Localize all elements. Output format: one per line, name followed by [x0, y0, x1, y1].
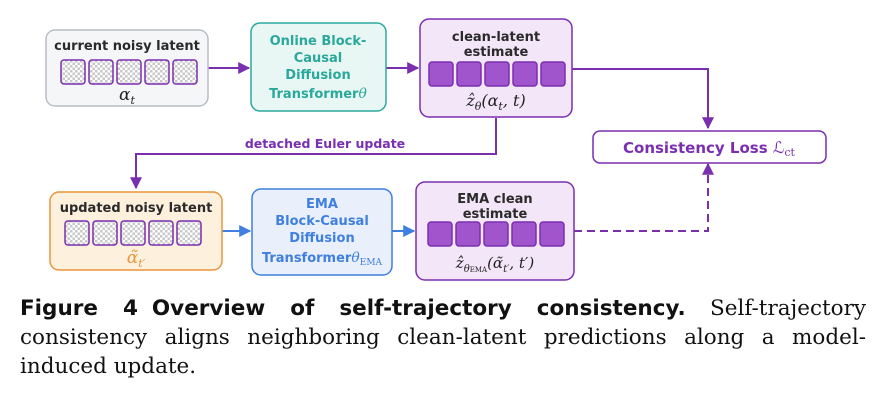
- updated-tokens: [64, 220, 202, 246]
- online-line-4: Transformerθ: [269, 86, 367, 102]
- noisy-token: [88, 59, 114, 85]
- clean-token: [484, 61, 510, 87]
- node-current-noisy-latent: current noisy latent αt: [45, 29, 209, 107]
- node-ema-transformer: EMA Block-Causal Diffusion TransformerθE…: [251, 188, 393, 276]
- ema-clean-tokens: [427, 221, 565, 247]
- node-ema-clean-estimate: EMA clean estimate ẑθEMA(α̃t′, t′): [415, 181, 575, 281]
- ema-line-3: Diffusion: [289, 231, 354, 246]
- online-line-1: Online Block-: [270, 34, 367, 49]
- updated-token: [120, 220, 146, 246]
- node-clean-latent-estimate: clean-latent estimate ẑθ(αt, t): [419, 18, 573, 118]
- updated-token: [176, 220, 202, 246]
- consistency-loss-label: Consistency Loss ℒct: [623, 138, 796, 159]
- ema-clean-token: [483, 221, 509, 247]
- updated-title: updated noisy latent: [60, 201, 213, 216]
- updated-token: [64, 220, 90, 246]
- clean-title-line-1: clean-latent: [452, 30, 540, 45]
- noisy-token: [172, 59, 198, 85]
- noisy-token: [116, 59, 142, 85]
- figure-title: Overview of self-trajectory consistency.: [151, 296, 686, 321]
- clean-token: [540, 61, 566, 87]
- node-online-transformer: Online Block- Causal Diffusion Transform…: [250, 22, 387, 112]
- clean-tokens: [428, 61, 566, 87]
- online-line-2: Causal: [294, 51, 343, 66]
- updated-token: [148, 220, 174, 246]
- node-title: current noisy latent: [54, 39, 200, 54]
- noisy-token: [144, 59, 170, 85]
- ema-clean-token: [539, 221, 565, 247]
- noisy-token: [60, 59, 86, 85]
- clean-token: [512, 61, 538, 87]
- ema-clean-token: [455, 221, 481, 247]
- node-updated-noisy-latent: updated noisy latent α̃t′: [49, 191, 223, 271]
- ema-clean-title-line-2: estimate: [463, 207, 528, 222]
- clean-token: [428, 61, 454, 87]
- ema-clean-estimate-label: ẑθEMA(α̃t′, t′): [455, 254, 535, 275]
- ema-line-1: EMA: [306, 197, 338, 212]
- edge-euler-update: [130, 118, 497, 190]
- ema-clean-token: [427, 221, 453, 247]
- node-consistency-loss: Consistency Loss ℒct: [592, 130, 827, 164]
- diagram-canvas: detached Euler update current noisy late…: [45, 18, 827, 281]
- figure-label: Figure 4: [20, 296, 138, 321]
- updated-latent-label: α̃t′: [127, 248, 146, 270]
- edges: detached Euler update: [130, 62, 714, 237]
- noisy-tokens: [60, 59, 198, 85]
- online-line-3: Diffusion: [285, 68, 350, 83]
- figure-caption-body: Self-trajectory consistency aligns neigh…: [20, 296, 866, 379]
- ema-clean-title-line-1: EMA clean: [457, 192, 532, 207]
- ema-line-2: Block-Causal: [275, 214, 369, 229]
- figure-caption: Figure 4 Overview of self-trajectory cons…: [20, 294, 866, 381]
- clean-estimate-label: ẑθ(αt, t): [465, 91, 525, 113]
- clean-token: [456, 61, 482, 87]
- edge-clean-to-loss: [572, 68, 714, 130]
- updated-token: [92, 220, 118, 246]
- ema-clean-token: [511, 221, 537, 247]
- edge-label-euler: detached Euler update: [245, 136, 405, 151]
- clean-title-line-2: estimate: [464, 45, 529, 60]
- ema-line-4: TransformerθEMA: [262, 250, 383, 268]
- edge-emaclean-to-loss: [574, 162, 714, 232]
- noisy-latent-label: αt: [119, 85, 135, 107]
